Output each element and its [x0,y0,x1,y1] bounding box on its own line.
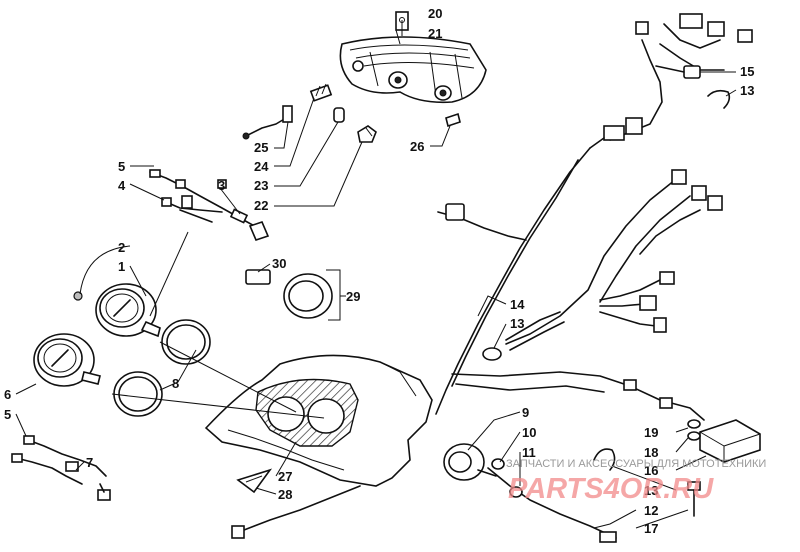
watermark-logo: PARTS4OR.RU [508,473,714,505]
callout-5-top: 5 [118,159,125,174]
callout-13-top: 13 [740,83,754,98]
callout-11: 11 [522,445,536,460]
callout-27: 27 [278,469,292,484]
upper-gauge [73,283,161,338]
callout-8: 8 [172,376,179,391]
callout-5-bottom: 5 [4,407,11,422]
ignition-switch [443,443,523,498]
callout-2: 2 [118,240,125,255]
callout-17: 17 [644,521,658,536]
callout-23: 23 [254,178,268,193]
gauge-harness [149,169,270,241]
headlight-assembly [339,11,487,104]
callout-12: 12 [644,503,658,518]
callout-25: 25 [254,140,268,155]
callout-15: 15 [740,64,754,79]
lower-gauge-harness [11,435,111,501]
callout-29: 29 [346,289,360,304]
callout-30: 30 [272,256,286,271]
callout-22: 22 [254,198,268,213]
watermark: ЗАПЧАСТИ И АКСЕССУАРЫ ДЛЯ МОТОТЕХНИКИ PA… [506,458,766,505]
callout-9: 9 [522,405,529,420]
callout-3: 3 [218,178,225,193]
callout-26: 26 [410,139,424,154]
lower-gauge [33,333,101,387]
callout-1: 1 [118,259,125,274]
callout-19: 19 [644,425,658,440]
callout-4: 4 [118,178,126,193]
callout-16: 16 [644,463,658,478]
callout-14: 14 [510,297,525,312]
leader-lines [15,20,737,529]
callout-7: 7 [86,455,93,470]
callout-18: 18 [644,445,658,460]
callout-24: 24 [254,159,269,174]
callout-13-mid: 13 [510,316,524,331]
headlight-bulbs-and-sockets [242,83,461,143]
callout-6: 6 [4,387,11,402]
callouts: 20 21 15 13 25 24 23 22 26 5 4 3 2 1 30 … [4,6,754,536]
callout-28: 28 [278,487,292,502]
gauge-lens-assembly [245,269,333,319]
callout-13-bottom: 13 [644,483,658,498]
callout-20: 20 [428,6,442,21]
dash-console [204,354,433,494]
watermark-tagline: ЗАПЧАСТИ И АКСЕССУАРЫ ДЛЯ МОТОТЕХНИКИ [506,458,766,470]
main-wiring-harness [231,13,761,543]
callout-21: 21 [428,26,442,41]
callout-10: 10 [522,425,536,440]
